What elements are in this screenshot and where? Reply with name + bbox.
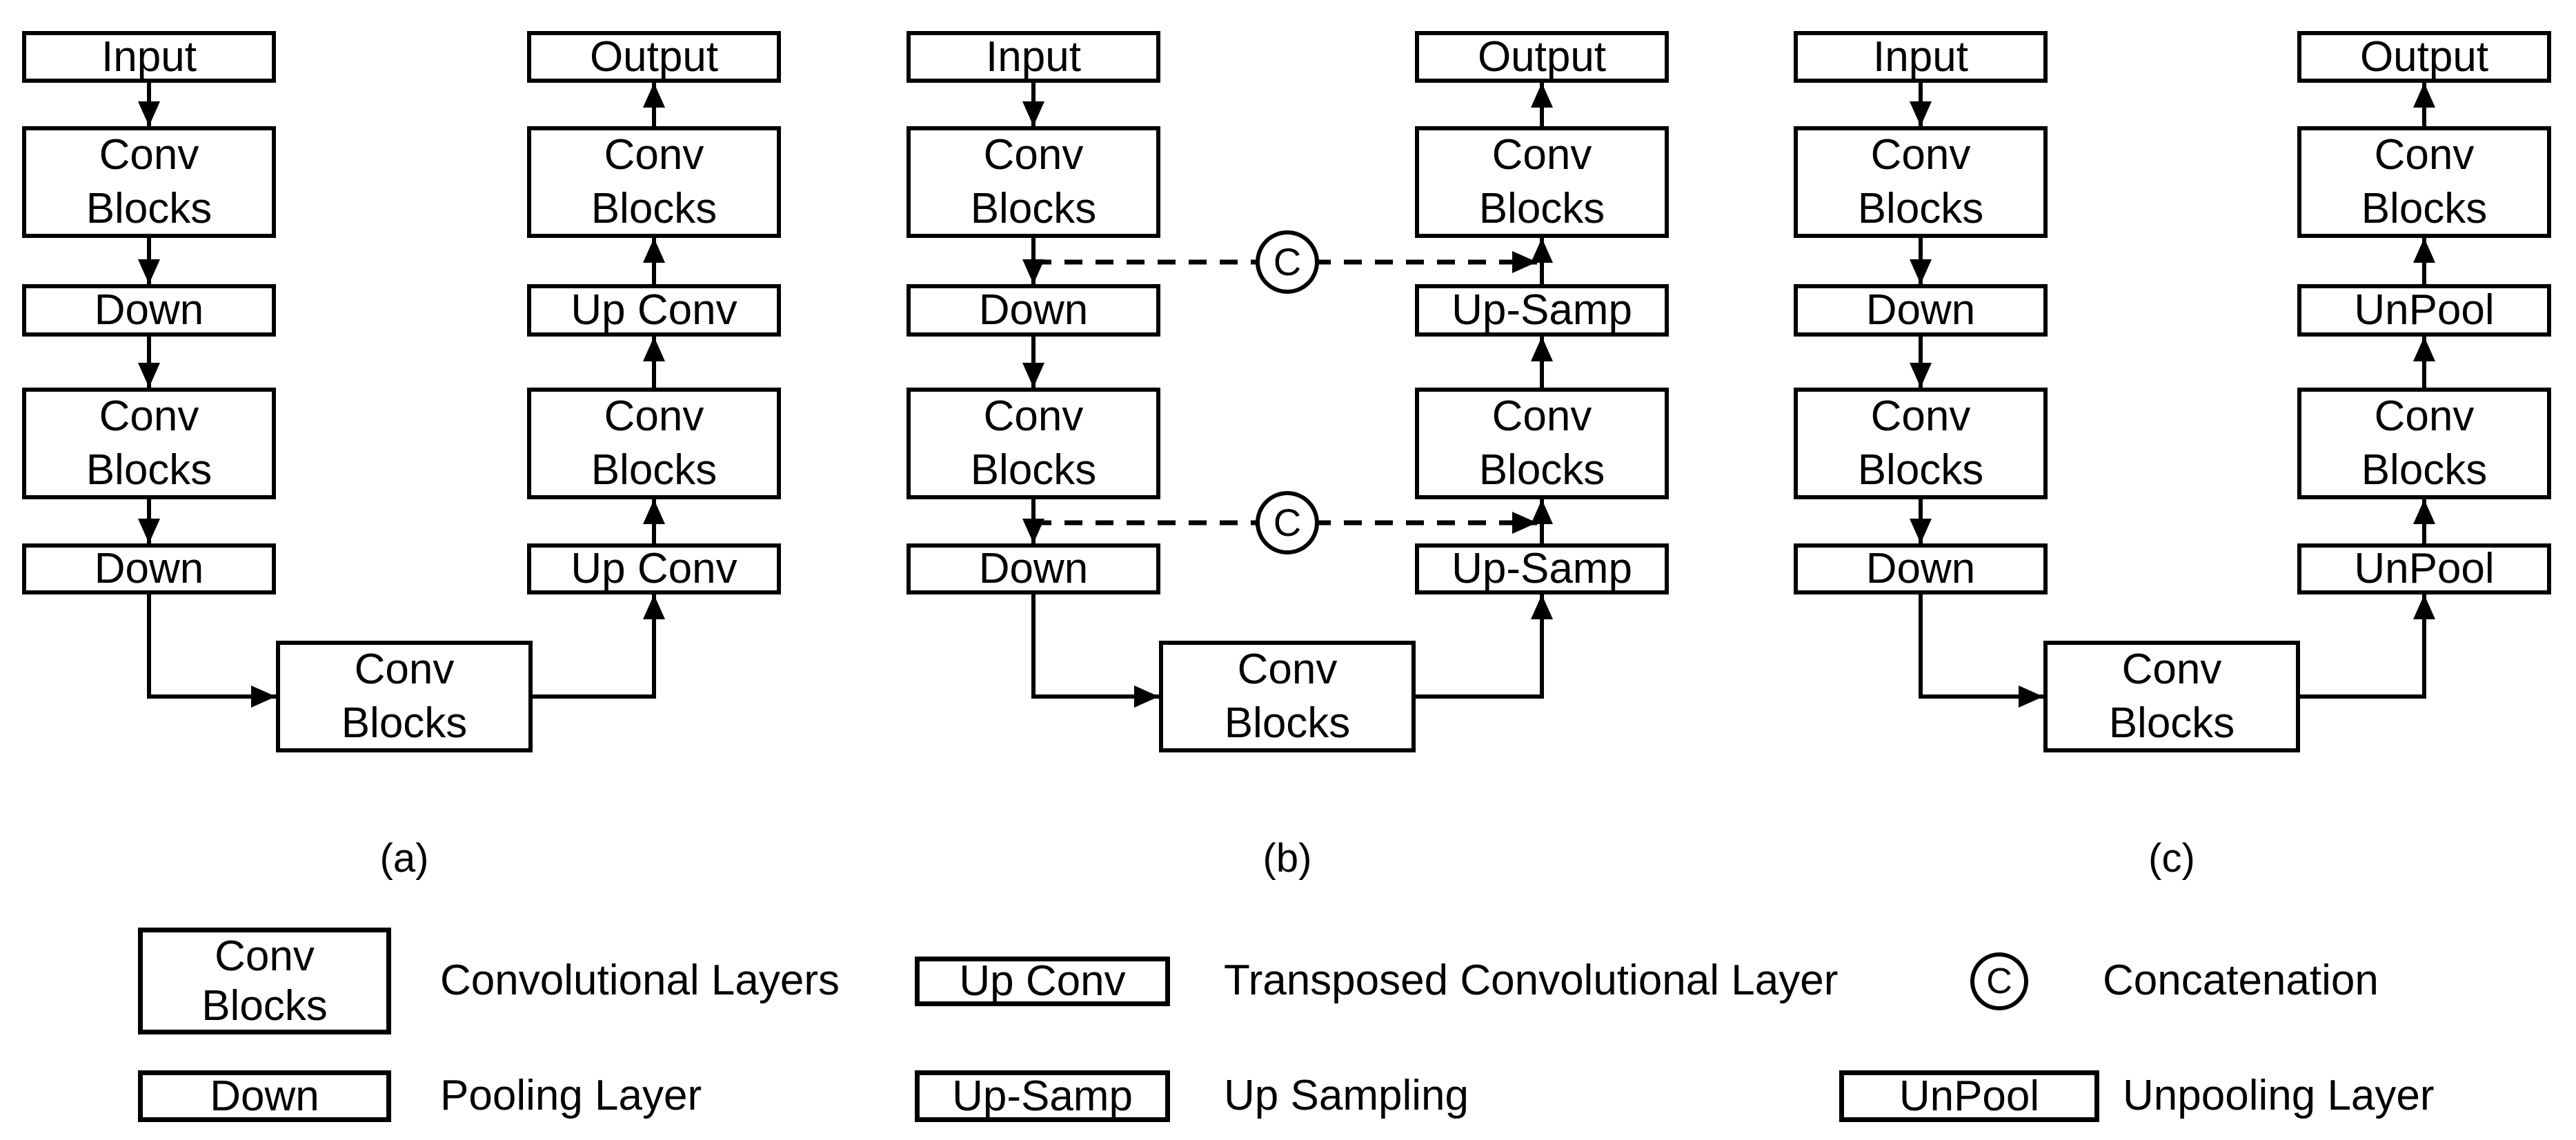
a-decoder-conv2-box: Conv Blocks — [527, 126, 781, 238]
legend-up-conv-box: Up Conv — [915, 957, 1170, 1006]
a-input-box: Input — [22, 31, 276, 83]
a-upconv1-box: Up Conv — [527, 284, 781, 337]
b-elbow-bottleneck-to-up2 — [1416, 594, 1553, 699]
connectors-a — [138, 83, 665, 708]
b-down2-box: Down — [906, 543, 1160, 594]
c-elbow-bottleneck-to-up2 — [2300, 594, 2435, 699]
legend-up-conv-label: Transposed Convolutional Layer — [1224, 957, 1839, 1004]
b-output-box: Output — [1415, 31, 1669, 83]
legend-up-samp-box: Up-Samp — [915, 1070, 1170, 1122]
legend-conv-blocks-label: Convolutional Layers — [440, 957, 840, 1004]
c-input-box: Input — [1794, 31, 2048, 83]
c-elbow-down2-to-bottleneck — [1919, 594, 2043, 708]
b-input-box: Input — [906, 31, 1160, 83]
c-output-box: Output — [2297, 31, 2551, 83]
c-down2-box: Down — [1794, 543, 2048, 594]
c-decoder-conv2-box: Conv Blocks — [2297, 126, 2551, 238]
c-down1-box: Down — [1794, 284, 2048, 337]
c-decoder-conv1-box: Conv Blocks — [2297, 388, 2551, 499]
legend-concat-symbol: C — [1970, 952, 2028, 1010]
a-decoder-conv1-box: Conv Blocks — [527, 388, 781, 499]
legend-down-box: Down — [138, 1070, 391, 1122]
legend-unpool-box: UnPool — [1839, 1070, 2099, 1122]
a-bottleneck-conv-box: Conv Blocks — [276, 641, 533, 752]
legend-down-label: Pooling Layer — [440, 1072, 702, 1119]
b-decoder-conv1-box: Conv Blocks — [1415, 388, 1669, 499]
a-elbow-bottleneck-to-up2 — [533, 594, 665, 699]
a-upconv2-box: Up Conv — [527, 543, 781, 594]
connectors-c — [1910, 83, 2435, 708]
legend-unpool-label: Unpooling Layer — [2123, 1072, 2435, 1119]
caption-c: (c) — [2148, 836, 2195, 881]
legend-conv-blocks-box: Conv Blocks — [138, 928, 391, 1034]
c-unpool1-box: UnPool — [2297, 284, 2551, 337]
a-encoder-conv1-box: Conv Blocks — [22, 126, 276, 238]
b-concat-node-2: C — [1256, 491, 1319, 554]
b-decoder-conv2-box: Conv Blocks — [1415, 126, 1669, 238]
legend-concat-label: Concatenation — [2103, 957, 2379, 1004]
b-down1-box: Down — [906, 284, 1160, 337]
a-elbow-down2-to-bottleneck — [147, 594, 276, 708]
c-encoder-conv2-box: Conv Blocks — [1794, 388, 2048, 499]
c-encoder-conv1-box: Conv Blocks — [1794, 126, 2048, 238]
a-encoder-conv2-box: Conv Blocks — [22, 388, 276, 499]
b-bottleneck-conv-box: Conv Blocks — [1159, 641, 1416, 752]
c-unpool2-box: UnPool — [2297, 543, 2551, 594]
b-elbow-down2-to-bottleneck — [1031, 594, 1159, 708]
legend-up-samp-label: Up Sampling — [1224, 1072, 1469, 1119]
a-down1-box: Down — [22, 284, 276, 337]
caption-a: (a) — [379, 836, 429, 881]
b-upsamp1-box: Up-Samp — [1415, 284, 1669, 337]
c-bottleneck-conv-box: Conv Blocks — [2043, 641, 2300, 752]
b-encoder-conv2-box: Conv Blocks — [906, 388, 1160, 499]
a-output-box: Output — [527, 31, 781, 83]
b-concat-node-1: C — [1256, 230, 1319, 294]
b-upsamp2-box: Up-Samp — [1415, 543, 1669, 594]
b-encoder-conv1-box: Conv Blocks — [906, 126, 1160, 238]
a-down2-box: Down — [22, 543, 276, 594]
caption-b: (b) — [1262, 836, 1312, 881]
